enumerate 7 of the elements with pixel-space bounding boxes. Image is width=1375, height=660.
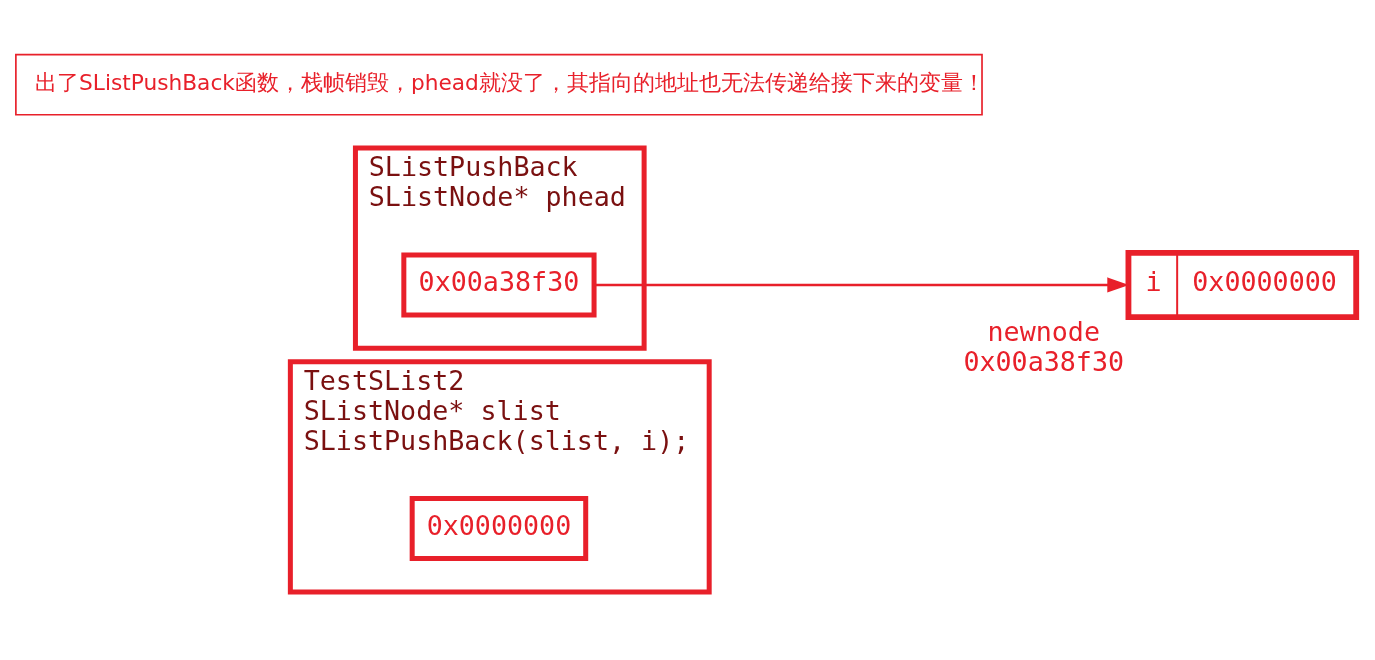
node-box: i 0x0000000: [1125, 249, 1360, 320]
node-label: 0x00a38f30: [963, 346, 1125, 378]
node-label: newnode: [987, 316, 1100, 348]
node-box: 0x0000000: [409, 496, 589, 562]
node-box: 出了SListPushBack函数，栈帧销毁，phead就没了，其指向的地址也无法传递给接下来的变量！: [15, 53, 983, 116]
node-box: 0x00a38f30: [401, 252, 597, 318]
arrow: [594, 277, 1129, 293]
